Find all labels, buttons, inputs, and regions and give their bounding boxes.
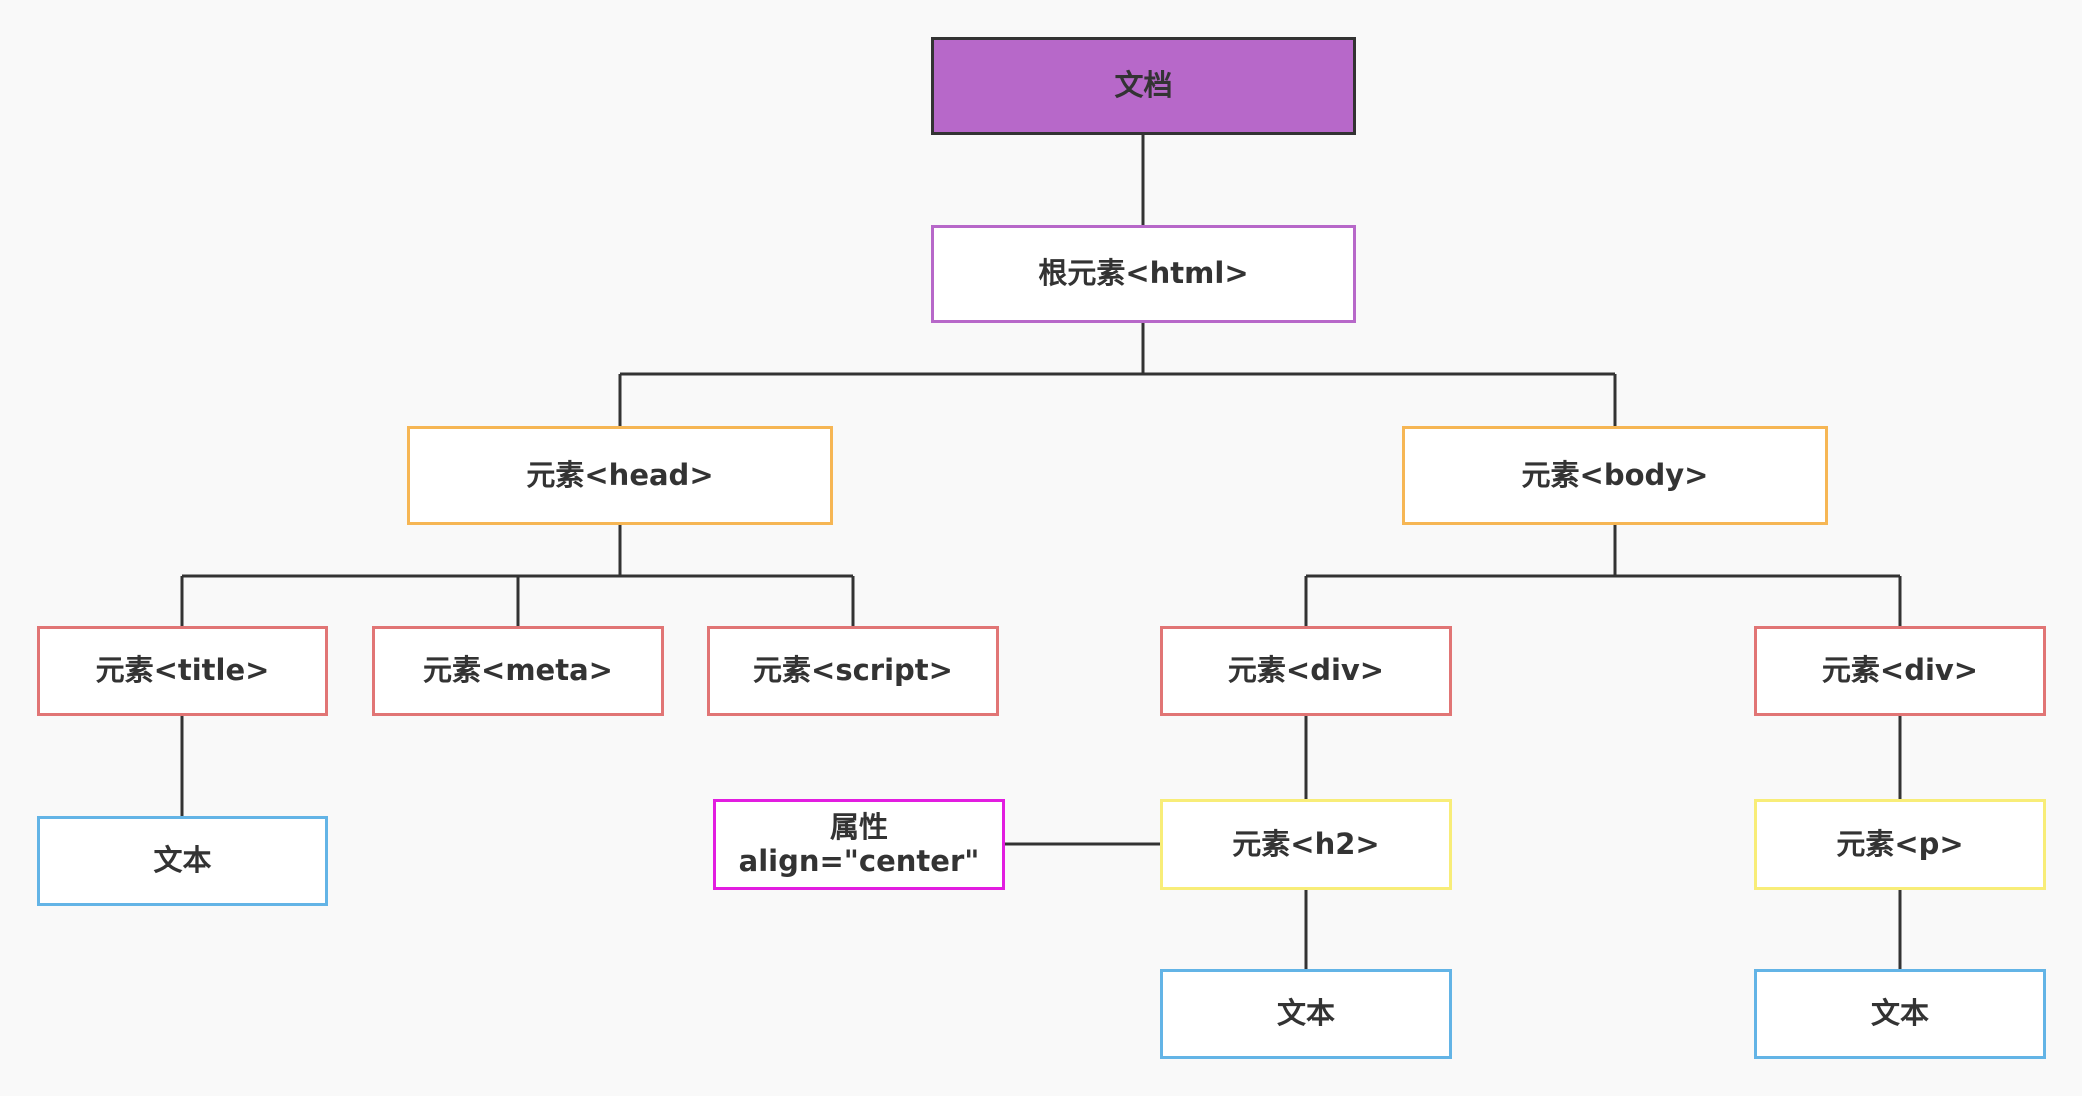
- document-node: 文档: [931, 37, 1356, 135]
- text-title-node: 文本: [37, 816, 328, 906]
- root-html-node: 根元素<html>: [931, 225, 1356, 323]
- text-h2-node: 文本: [1160, 969, 1452, 1059]
- text-title-label: 文本: [153, 843, 212, 878]
- text-p-node: 文本: [1754, 969, 2046, 1059]
- div-right-node: 元素<div>: [1754, 626, 2046, 716]
- div-right-label: 元素<div>: [1821, 653, 1979, 688]
- attribute-title: 属性: [829, 810, 888, 845]
- script-label: 元素<script>: [753, 653, 953, 688]
- head-label: 元素<head>: [526, 457, 714, 492]
- text-p-label: 文本: [1870, 996, 1929, 1031]
- meta-node: 元素<meta>: [372, 626, 664, 716]
- head-node: 元素<head>: [407, 426, 833, 525]
- div-left-node: 元素<div>: [1160, 626, 1452, 716]
- script-node: 元素<script>: [707, 626, 999, 716]
- h2-label: 元素<h2>: [1232, 826, 1380, 861]
- h2-node: 元素<h2>: [1160, 799, 1452, 890]
- title-label: 元素<title>: [95, 653, 270, 688]
- div-left-label: 元素<div>: [1227, 653, 1385, 688]
- attribute-node: 属性 align="center": [713, 799, 1005, 890]
- body-label: 元素<body>: [1521, 457, 1709, 492]
- p-label: 元素<p>: [1836, 826, 1964, 861]
- root-html-label: 根元素<html>: [1038, 256, 1249, 291]
- body-node: 元素<body>: [1402, 426, 1828, 525]
- title-node: 元素<title>: [37, 626, 328, 716]
- p-node: 元素<p>: [1754, 799, 2046, 890]
- text-h2-label: 文本: [1276, 996, 1335, 1031]
- attribute-value: align="center": [738, 843, 980, 878]
- meta-label: 元素<meta>: [423, 653, 613, 688]
- document-label: 文档: [1114, 68, 1173, 103]
